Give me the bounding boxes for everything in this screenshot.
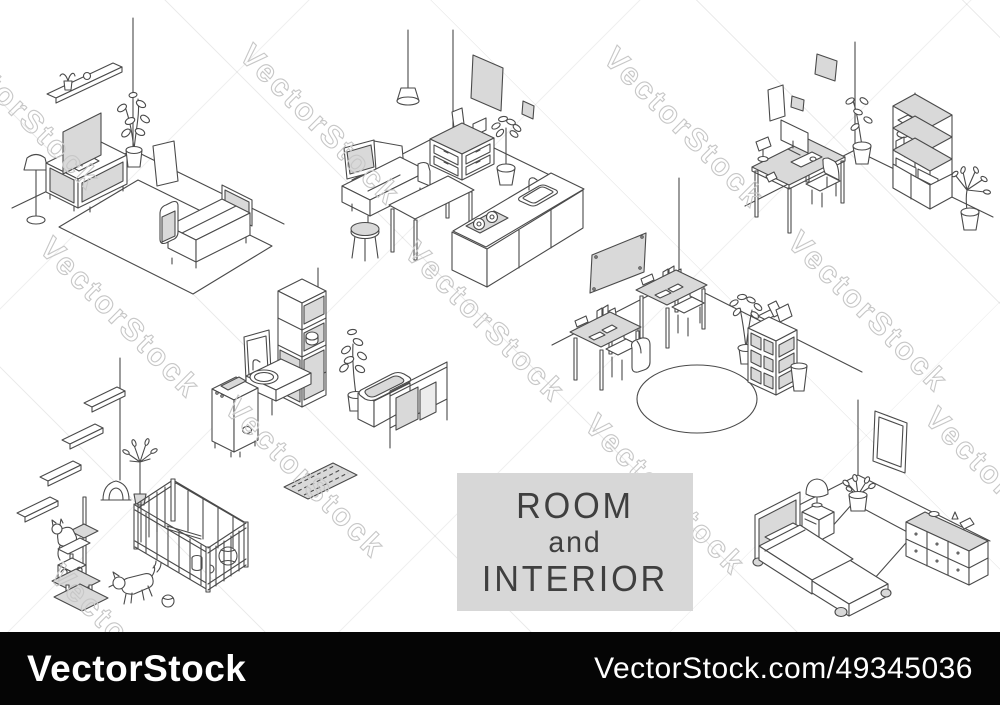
- illustration-canvas: [11, 17, 994, 618]
- monitor-icon: [780, 119, 809, 156]
- bedroom-scene: [752, 399, 991, 618]
- bookshelf-icon: [892, 92, 953, 210]
- potted-plant-icon: [122, 438, 158, 506]
- washing-machine-icon: [211, 376, 259, 458]
- potted-plant-icon: [491, 115, 522, 186]
- watermark-footer-bar: VectorStock VectorStock.com/49345036: [0, 632, 1000, 705]
- stool-icon: [350, 221, 380, 262]
- image-url-text: VectorStock.com/49345036: [594, 651, 973, 685]
- wall-art-icon: [470, 54, 535, 120]
- potted-plant-icon: [845, 97, 873, 165]
- dresser-icon: [905, 510, 989, 586]
- potted-plant-icon: [842, 474, 876, 512]
- whiteboard-icon: [589, 232, 647, 294]
- drawer-chest-icon: [429, 107, 495, 181]
- cat-tree-icon: [51, 496, 109, 612]
- title-line-2: and: [548, 525, 602, 559]
- bath-mat-icon: [283, 462, 358, 500]
- cat-icon: [51, 518, 78, 561]
- bathtub-icon: [357, 371, 412, 428]
- picture-frame-icon: [152, 140, 179, 187]
- mousepad-icon: [765, 151, 823, 183]
- floor-lamp-icon: [23, 153, 49, 225]
- playpen-icon: [133, 478, 249, 593]
- kitchen-island-icon: [451, 172, 585, 288]
- oval-rug-icon: [636, 364, 758, 434]
- cube-shelf-icon: [747, 300, 798, 396]
- backpack-icon: [630, 337, 651, 373]
- pet-area-scene: [16, 357, 249, 612]
- desk-lamp-icon: [755, 136, 772, 163]
- cat-house-icon: [100, 480, 132, 501]
- dog-icon: [108, 560, 162, 605]
- table-lamp-icon: [805, 478, 829, 508]
- towel-rack-icon: [389, 361, 448, 449]
- home-office-scene: [744, 41, 994, 234]
- sofa-icon: [341, 139, 431, 224]
- wall-frames-icon: [767, 53, 838, 122]
- dining-table-icon: [388, 175, 475, 261]
- desk-icon: [635, 265, 708, 349]
- title-card: ROOM and INTERIOR: [457, 473, 693, 611]
- potted-plant-icon: [117, 91, 150, 168]
- cat-wall-steps-icon: [16, 386, 126, 523]
- trash-bin-icon: [790, 362, 808, 392]
- tv-icon: [62, 112, 102, 175]
- desk-icon: [569, 304, 651, 391]
- bed-icon: [752, 491, 892, 618]
- study-room-scene: [551, 177, 863, 434]
- picture-frame-icon: [872, 410, 908, 474]
- dining-kitchen-scene: [341, 29, 585, 288]
- vectorstock-brand-logo: VectorStock: [27, 647, 247, 689]
- ball-icon: [161, 594, 175, 608]
- living-room-scene: [11, 17, 285, 295]
- chair-icon: [805, 157, 841, 208]
- sink-counter-icon: [245, 358, 312, 416]
- bathroom-laundry-scene: [211, 267, 448, 500]
- title-line-1: ROOM: [516, 484, 634, 526]
- sofa-icon: [159, 184, 253, 269]
- title-line-3: INTERIOR: [481, 557, 669, 599]
- potted-plant-icon: [951, 166, 992, 231]
- wall-shelf-icon: [46, 62, 123, 104]
- pendant-lamp-icon: [396, 29, 420, 106]
